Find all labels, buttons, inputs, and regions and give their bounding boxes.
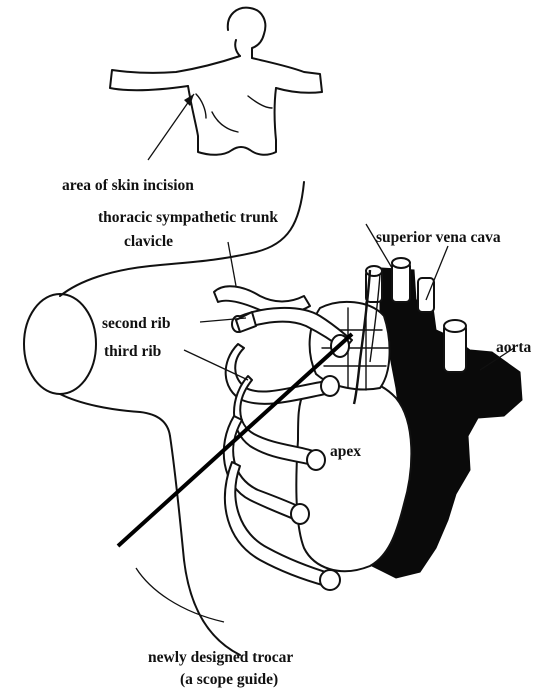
human-figure [110, 8, 322, 155]
sympathetic-trunk-label: thoracic sympathetic trunk [98, 209, 278, 226]
torso-outline [24, 182, 304, 655]
superior-vena-cava-label: superior vena cava [376, 229, 501, 246]
skin-incision-arrow [148, 94, 194, 160]
clavicle-label: clavicle [124, 233, 173, 250]
trocar-caption-line1: newly designed trocar [148, 649, 293, 666]
second-rib-label: second rib [102, 315, 170, 332]
third-rib-label: third rib [104, 343, 161, 360]
trocar-caption-line2: (a scope guide) [180, 671, 278, 688]
apex-label: apex [330, 443, 361, 460]
aorta-label: aorta [496, 339, 532, 356]
skin-incision-label: area of skin incision [62, 177, 194, 194]
